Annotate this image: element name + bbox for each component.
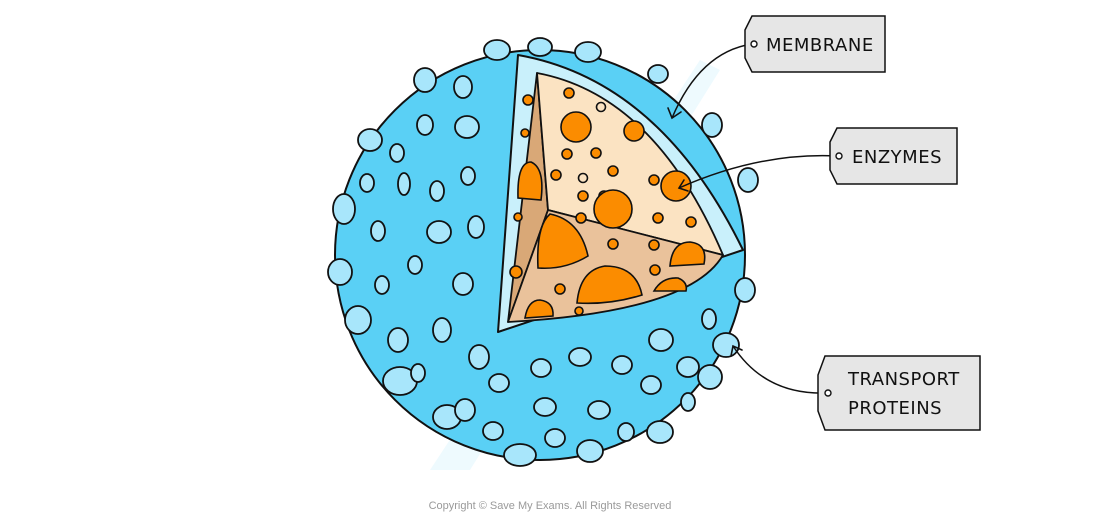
edge-proteins: [327, 37, 759, 467]
enzymes-label-text: ENZYMES: [852, 147, 942, 168]
surface-proteins: [359, 75, 717, 448]
transport-label-line1: TRANSPORT: [847, 369, 960, 390]
enzymes: [509, 87, 706, 319]
membrane-label-text: MEMBRANE: [766, 35, 874, 56]
transport-leader: [732, 345, 827, 394]
transport-label-line2: PROTEINS: [848, 398, 942, 419]
label-enzymes: ENZYMES: [829, 127, 958, 185]
label-transport-proteins: TRANSPORT PROTEINS: [817, 355, 981, 431]
enzymes-leader: [678, 154, 839, 189]
leader-arrowheads: [667, 107, 743, 357]
copyright-text: Copyright © Save My Exams. All Rights Re…: [429, 500, 672, 512]
label-membrane: MEMBRANE: [744, 15, 886, 73]
leader-lines: [671, 43, 839, 394]
membrane-leader: [671, 43, 753, 119]
